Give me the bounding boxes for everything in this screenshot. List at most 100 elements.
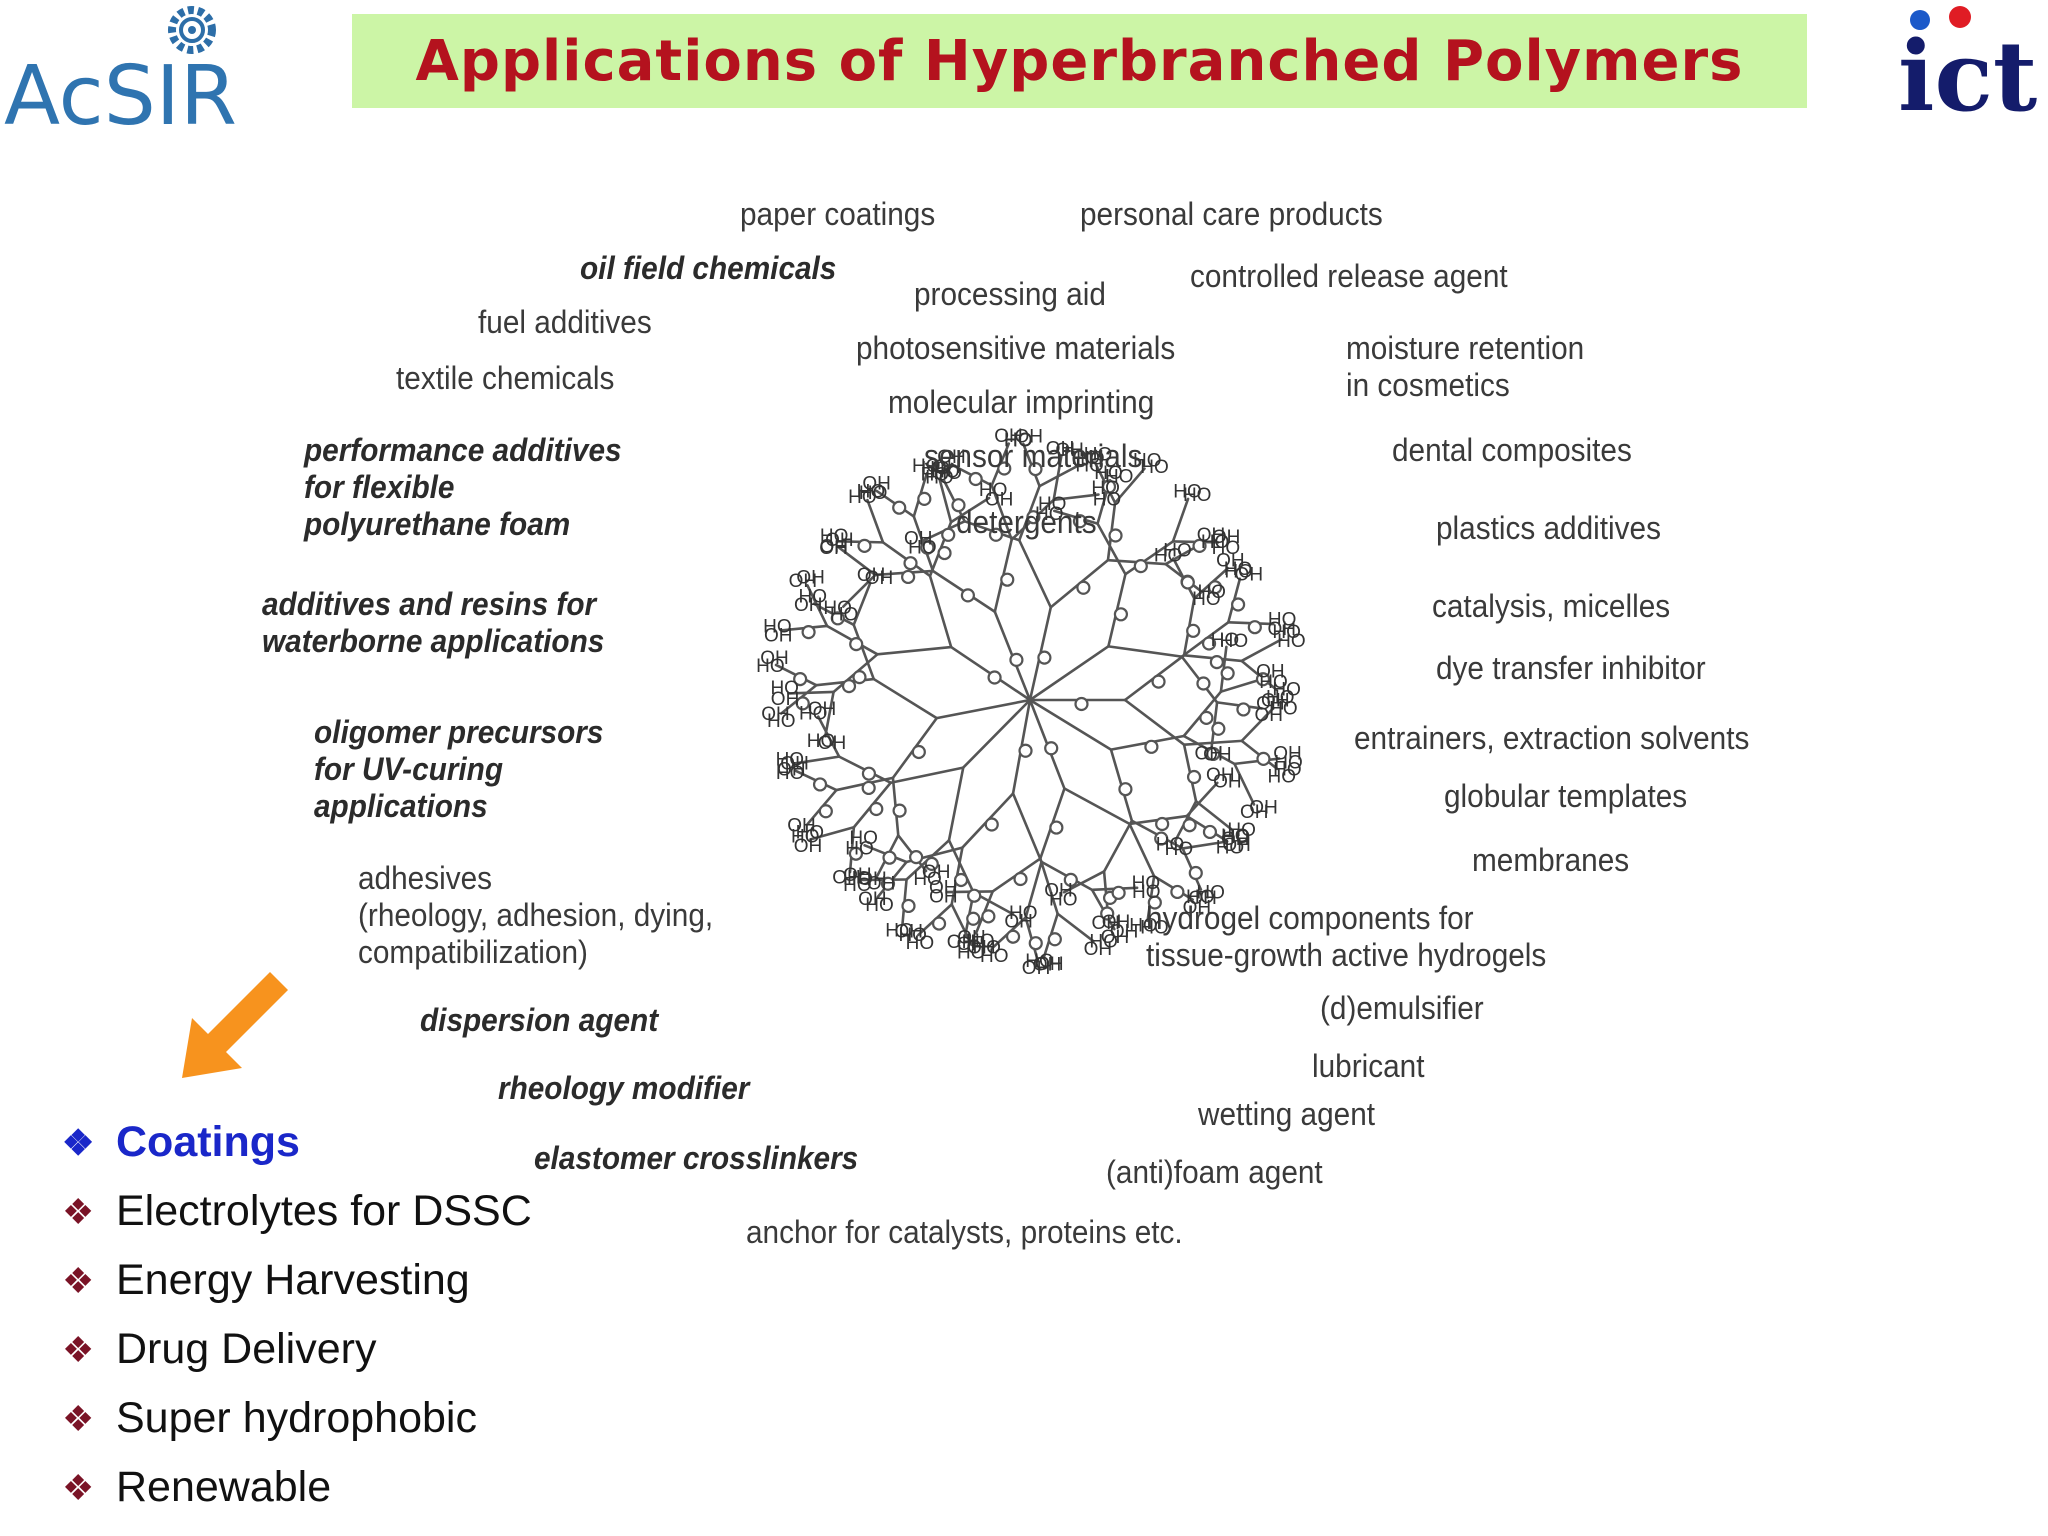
bond-line bbox=[823, 690, 835, 738]
functional-group-label: HO bbox=[1093, 489, 1122, 510]
functional-group-label: HO bbox=[1084, 445, 1113, 466]
functional-group-label: HO bbox=[908, 537, 937, 558]
functional-group-label: OH bbox=[1183, 897, 1212, 918]
functional-group-label: HO bbox=[823, 598, 852, 619]
label-catalysis-micelles: catalysis, micelles bbox=[1432, 588, 1671, 624]
functional-group-label: HO bbox=[1173, 481, 1202, 502]
oxygen-atom bbox=[931, 916, 947, 931]
bond-line bbox=[1062, 870, 1106, 894]
label-fuel-additives: fuel additives bbox=[478, 304, 652, 340]
functional-group-label: HO bbox=[1105, 466, 1134, 487]
bond-line bbox=[1063, 787, 1131, 826]
functional-group-label: OH bbox=[761, 704, 790, 725]
bond-line bbox=[935, 698, 1032, 720]
ict-logo-text: ict bbox=[1898, 20, 2037, 125]
functional-group-label: OH bbox=[904, 528, 933, 549]
oxygen-atom bbox=[1044, 741, 1059, 756]
oxygen-atom bbox=[1113, 607, 1129, 622]
bond-line bbox=[866, 498, 885, 544]
diamond-bullet-icon: ❖ bbox=[62, 1397, 95, 1439]
list-item-super-hydrophobic: ❖Super hydrophobic bbox=[62, 1384, 532, 1453]
functional-group-label: HO bbox=[865, 895, 894, 916]
functional-group-label: HO bbox=[1224, 562, 1253, 583]
functional-group-label: HO bbox=[1076, 448, 1105, 469]
functional-group-label: HO bbox=[931, 462, 960, 483]
list-item-energy-harvesting: ❖Energy Harvesting bbox=[62, 1246, 532, 1315]
functional-group-label: OH bbox=[1222, 835, 1251, 856]
bond-line bbox=[1107, 645, 1184, 658]
functional-group-label: HO bbox=[1224, 559, 1253, 580]
label-adhesives: adhesives (rheology, adhesion, dying, co… bbox=[358, 860, 714, 970]
oxygen-atom bbox=[1255, 672, 1271, 687]
oxygen-atom bbox=[1209, 655, 1224, 670]
applications-list: ❖Coatings ❖Electrolytes for DSSC ❖Energy… bbox=[62, 1108, 532, 1522]
functional-group-label: HO bbox=[1273, 759, 1302, 780]
functional-group-label: HO bbox=[830, 605, 859, 626]
functional-group-label: OH bbox=[820, 536, 849, 557]
bond-line bbox=[938, 477, 953, 524]
label-entrainers-extraction-solvents: entrainers, extraction solvents bbox=[1354, 720, 1750, 756]
oxygen-atom bbox=[911, 744, 926, 760]
label-dye-transfer-inhibitor: dye transfer inhibitor bbox=[1436, 650, 1706, 686]
functional-group-label: OH bbox=[1091, 913, 1120, 934]
functional-group-label: HO bbox=[791, 826, 820, 847]
functional-group-label: OH bbox=[1256, 662, 1285, 683]
oxygen-atom bbox=[1047, 932, 1062, 947]
oxygen-atom bbox=[951, 498, 966, 513]
oxygen-atom bbox=[830, 611, 845, 626]
oxygen-atom bbox=[1207, 580, 1223, 595]
functional-group-label: OH bbox=[957, 934, 986, 955]
oxygen-atom bbox=[1182, 818, 1197, 833]
functional-group-label: HO bbox=[857, 482, 886, 503]
bond-line bbox=[1039, 857, 1059, 916]
functional-group-label: HO bbox=[1192, 589, 1221, 610]
functional-group-label: HO bbox=[1266, 687, 1295, 708]
diamond-bullet-icon: ❖ bbox=[62, 1466, 95, 1508]
functional-group-label: OH bbox=[1249, 798, 1278, 819]
label-textile-chemicals: textile chemicals bbox=[396, 360, 615, 396]
functional-group-label: HO bbox=[1132, 882, 1161, 903]
functional-group-label: OH bbox=[794, 836, 823, 857]
oxygen-atom bbox=[1247, 620, 1262, 635]
bond-line bbox=[876, 645, 953, 656]
oxygen-atom bbox=[917, 491, 932, 506]
functional-group-label: HO bbox=[1268, 766, 1297, 787]
oxygen-atom bbox=[1188, 865, 1203, 881]
functional-group-label: HO bbox=[796, 822, 825, 843]
functional-group-label: OH bbox=[825, 530, 854, 551]
bond-line bbox=[1194, 799, 1233, 831]
functional-group-label: OH bbox=[1255, 705, 1284, 726]
diamond-bullet-icon: ❖ bbox=[62, 1121, 95, 1163]
functional-group-label: OH bbox=[857, 565, 886, 586]
oxygen-atom bbox=[841, 679, 857, 694]
functional-group-label: HO bbox=[1091, 478, 1120, 499]
functional-group-label: HO bbox=[798, 587, 827, 608]
functional-group-label: OH bbox=[1035, 954, 1064, 975]
oxygen-atom bbox=[1202, 824, 1218, 840]
functional-group-label: HO bbox=[980, 946, 1009, 967]
bond-line bbox=[1240, 638, 1283, 663]
functional-group-label: HO bbox=[1212, 538, 1241, 559]
bond-line bbox=[947, 766, 965, 842]
oxygen-atom bbox=[901, 898, 916, 914]
oxygen-atom bbox=[1151, 674, 1166, 689]
functional-group-label: OH bbox=[862, 473, 891, 494]
functional-group-label: OH bbox=[777, 759, 806, 780]
functional-group-label: OH bbox=[1084, 939, 1113, 960]
bond-line bbox=[1102, 819, 1134, 873]
oxygen-atom bbox=[1026, 510, 1041, 525]
functional-group-label: OH bbox=[1046, 438, 1075, 459]
label-sensor-materials: sensor materials bbox=[924, 438, 1143, 474]
functional-group-label: OH bbox=[832, 868, 861, 889]
label-detergents: detergents bbox=[956, 504, 1097, 540]
bond-line bbox=[1038, 463, 1081, 488]
functional-group-label: OH bbox=[1261, 690, 1290, 711]
oxygen-atom bbox=[882, 850, 897, 865]
oxygen-atom bbox=[937, 545, 952, 561]
oxygen-atom bbox=[987, 670, 1002, 685]
bond-line bbox=[947, 839, 975, 894]
bond-line bbox=[1113, 467, 1146, 505]
functional-group-label: HO bbox=[957, 942, 986, 963]
